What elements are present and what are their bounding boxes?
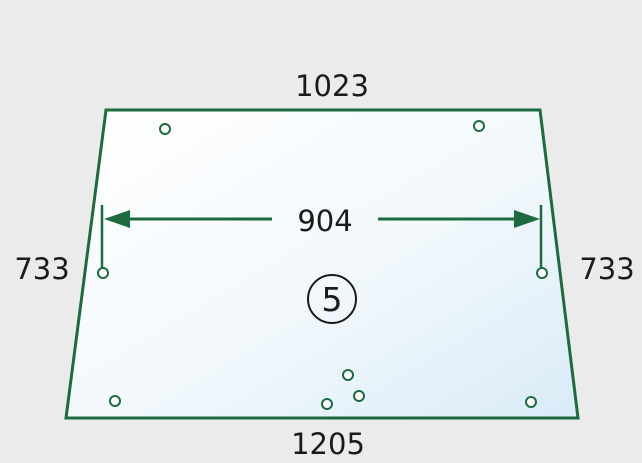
part-number-label: 5 <box>322 280 343 319</box>
part-number-circle <box>307 274 357 324</box>
mounting-hole <box>473 120 485 132</box>
right-height-label: 733 <box>579 252 634 286</box>
top-width-label: 1023 <box>295 69 369 103</box>
inner-width-label: 904 <box>297 204 352 238</box>
arrowhead-right-icon <box>514 210 540 228</box>
mounting-hole <box>97 267 109 279</box>
mounting-hole <box>353 390 365 402</box>
glass-pane-outline <box>64 108 580 420</box>
left-height-label: 733 <box>14 252 69 286</box>
mounting-hole <box>321 398 333 410</box>
mounting-hole <box>159 123 171 135</box>
bottom-width-label: 1205 <box>291 427 365 461</box>
mounting-hole <box>109 395 121 407</box>
arrowhead-left-icon <box>104 210 130 228</box>
mounting-hole <box>525 396 537 408</box>
mounting-hole <box>342 369 354 381</box>
mounting-hole <box>536 267 548 279</box>
